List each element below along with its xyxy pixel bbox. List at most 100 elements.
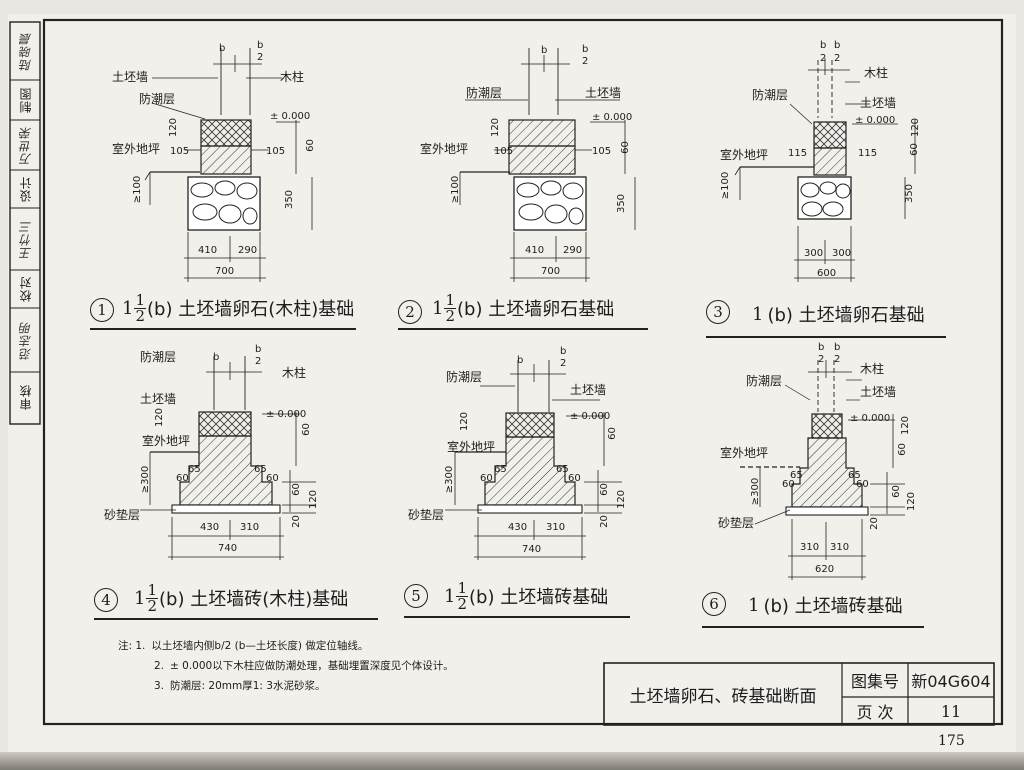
dim-found-height: 350 xyxy=(284,189,296,210)
page-number: 175 xyxy=(938,733,965,749)
figure-5-drawing xyxy=(445,360,622,560)
drawing-frame xyxy=(42,18,1004,726)
dim-b: b xyxy=(213,352,220,363)
label-earth-wall: 土坯墙 xyxy=(860,96,897,110)
dim-b-half-den-2: 2 xyxy=(834,53,841,64)
figure-1-drawing xyxy=(144,48,313,282)
signoff-name-3: 万世荣 xyxy=(18,125,33,165)
dim-60: 60 xyxy=(890,485,902,498)
dim-b-half: b xyxy=(257,40,264,51)
label-damp-course: 防潮层 xyxy=(746,374,783,388)
label-sand-cushion: 砂垫层 xyxy=(104,508,141,522)
label-sand-cushion: 砂垫层 xyxy=(718,516,755,530)
label-outdoor-ground: 室外地坪 xyxy=(112,142,161,156)
dim-b-half-den: 2 xyxy=(582,56,589,67)
figure-6-drawing xyxy=(740,360,905,580)
figure-4-drawing xyxy=(140,356,316,560)
dim-right-width: 300 xyxy=(832,248,852,259)
signoff-role-4: 制图 xyxy=(18,87,33,113)
title-whole: 1 xyxy=(444,585,456,607)
dim-60-top: 60 xyxy=(896,443,908,456)
dim-right-width: 310 xyxy=(830,542,850,553)
label-timber-column: 木柱 xyxy=(280,70,305,84)
dim-left-width: 430 xyxy=(508,522,528,533)
title-text: (b) 土坯墙卵石基础 xyxy=(457,299,615,320)
dim-b-2: b xyxy=(834,342,841,353)
label-earth-wall: 土坯墙 xyxy=(112,70,149,84)
note-text: 以土坯墙内侧b/2 (b—土坯长度) 做定位轴线。 xyxy=(151,640,369,652)
dim-b-half-den: 2 xyxy=(820,53,827,64)
title-whole: 1 xyxy=(748,594,760,616)
dim-total-width: 740 xyxy=(522,544,542,555)
dim-ge100: ≥100 xyxy=(132,175,144,204)
dim-step-60-left: 60 xyxy=(176,473,189,484)
dim-step-60-left: 60 xyxy=(480,473,493,484)
label-zero-level: ± 0.000 xyxy=(855,115,896,126)
label-timber-column: 木柱 xyxy=(282,366,307,380)
dim-total-width: 700 xyxy=(215,266,235,277)
label-outdoor-ground: 室外地坪 xyxy=(142,434,191,448)
note-item: 2.± 0.000以下木柱应做防潮处理，基础埋置深度见个体设计。 xyxy=(118,656,454,676)
figure-title: 6 1 (b) 土坯墙砖基础 xyxy=(702,588,924,628)
dim-step-65-right: 65 xyxy=(848,470,861,481)
dim-20: 20 xyxy=(290,515,302,528)
title-whole: 1 xyxy=(134,587,146,609)
figure-title: 3 1 (b) 土坯墙卵石基础 xyxy=(706,296,946,338)
title-text: (b) 土坯墙卵石(木柱)基础 xyxy=(147,299,355,320)
dim-step-65-right: 65 xyxy=(556,464,569,475)
dim-b-half-den: 2 xyxy=(818,354,825,365)
label-sand-cushion: 砂垫层 xyxy=(408,508,445,522)
label-earth-wall: 土坯墙 xyxy=(585,86,622,100)
note-number: 3. xyxy=(154,680,165,692)
figure-number: 6 xyxy=(702,592,726,616)
title-block-frame xyxy=(603,662,995,726)
dim-layer-height: 120 xyxy=(900,415,912,436)
dim-total-width: 700 xyxy=(541,266,561,277)
dim-b-half: b xyxy=(255,344,262,355)
title-frac-num: 1 xyxy=(134,290,146,309)
notes: 注: 1.以土坯墙内侧b/2 (b—土坯长度) 做定位轴线。 2.± 0.000… xyxy=(118,636,454,696)
dim-60: 60 xyxy=(619,141,631,154)
label-timber-column: 木柱 xyxy=(864,66,889,80)
title-frac-den: 2 xyxy=(147,596,157,615)
label-damp-course: 防潮层 xyxy=(140,350,177,364)
dim-120: 120 xyxy=(616,489,628,510)
label-outdoor-ground: 室外地坪 xyxy=(447,440,496,454)
label-outdoor-ground: 室外地坪 xyxy=(420,142,469,156)
label-zero-level: ± 0.000 xyxy=(270,111,311,122)
dim-60-top: 60 xyxy=(300,423,312,436)
dim-step-65-right: 65 xyxy=(254,464,267,475)
title-text: (b) 土坯墙砖基础 xyxy=(469,587,609,608)
page-label: 页 次 xyxy=(856,703,894,722)
dim-b: b xyxy=(818,342,825,353)
dim-120: 120 xyxy=(906,491,918,512)
note-item: 注: 1.以土坯墙内侧b/2 (b—土坯长度) 做定位轴线。 xyxy=(118,636,454,656)
dim-offset-left: 115 xyxy=(788,148,808,159)
dim-b-half-den-2: 2 xyxy=(834,354,841,365)
title-frac-den: 2 xyxy=(457,594,467,613)
dim-layer-height: 120 xyxy=(459,411,471,432)
signoff-sidebar: 审核 范志明 校对 王竹三 设计 万世荣 制图 陆晓晨 xyxy=(10,22,40,424)
label-outdoor-ground: 室外地坪 xyxy=(720,148,769,162)
title-frac-num: 1 xyxy=(146,580,158,599)
dim-60: 60 xyxy=(908,143,920,156)
dim-b: b xyxy=(820,40,827,51)
dim-120: 120 xyxy=(308,489,320,510)
title-text: (b) 土坯墙卵石基础 xyxy=(767,305,925,326)
dim-left-width: 410 xyxy=(525,245,545,256)
signoff-name-1: 范志明 xyxy=(18,320,33,360)
dim-ge100: ≥100 xyxy=(720,171,732,200)
signoff-name-2: 王竹三 xyxy=(18,219,33,259)
dim-b: b xyxy=(541,45,548,56)
dim-step-60-right: 60 xyxy=(568,473,581,484)
dim-ge100: ≥100 xyxy=(450,175,462,204)
dim-20: 20 xyxy=(868,517,880,530)
dim-b-half-den: 2 xyxy=(257,52,264,63)
dim-layer-height: 120 xyxy=(168,117,180,138)
dim-offset-right: 105 xyxy=(592,146,612,157)
dim-total-width: 600 xyxy=(817,268,837,279)
note-text: ± 0.000以下木柱应做防潮处理，基础埋置深度见个体设计。 xyxy=(170,660,454,672)
label-zero-level: ± 0.000 xyxy=(570,411,611,422)
